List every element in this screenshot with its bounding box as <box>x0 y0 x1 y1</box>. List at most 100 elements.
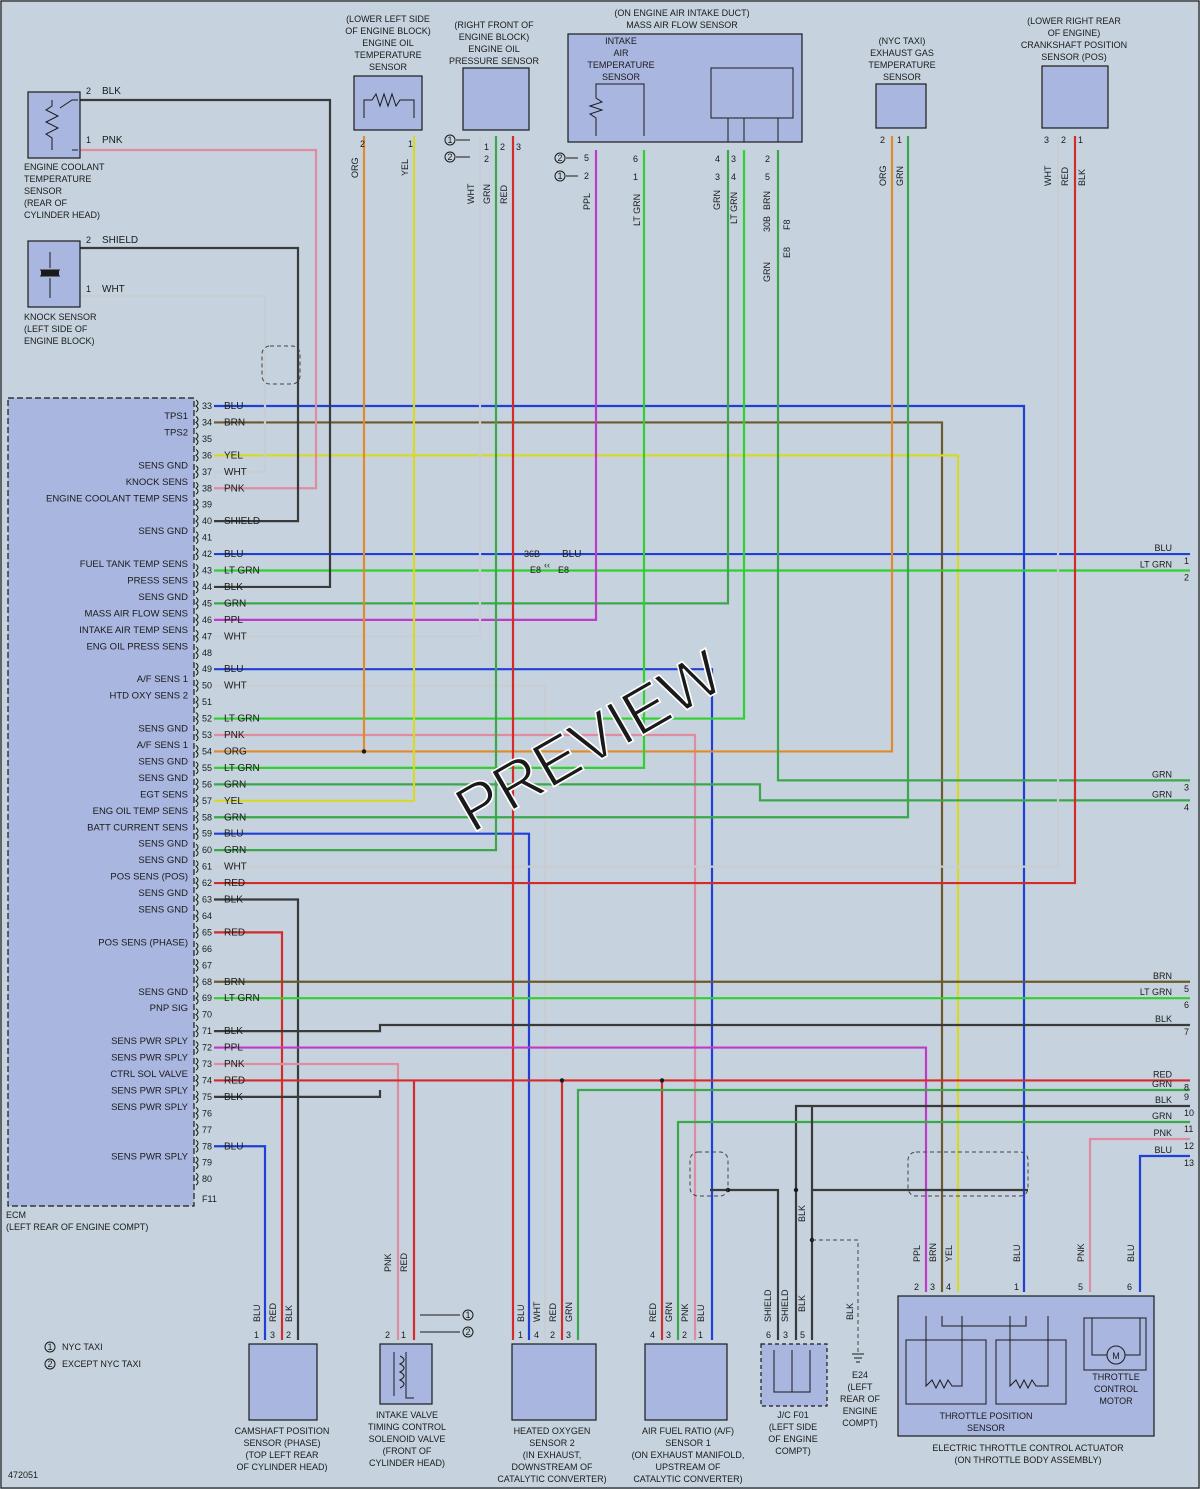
maf-sensor-body <box>567 33 803 143</box>
pin-label: 1 <box>86 135 91 145</box>
component-label: OF ENGINE) <box>1048 28 1101 38</box>
component-label: COMPT) <box>775 1446 811 1456</box>
ecm-pin-wire-color: WHT <box>224 467 247 478</box>
ecm-pin-wire-color: YEL <box>224 796 243 807</box>
ecm-pin-function: SENS GND <box>138 987 188 998</box>
pin-label: 2 <box>1061 135 1066 145</box>
ecm-pin-contact <box>195 794 199 808</box>
option-mark: 2 <box>557 153 562 163</box>
mass-air-flow-sensor: (ON ENGINE AIR INTAKE DUCT) MASS AIR FLO… <box>554 8 803 282</box>
wires-layer <box>80 98 1190 1340</box>
ecm-pin-contact <box>195 1123 199 1137</box>
connector-label: F11 <box>202 1194 217 1204</box>
ecm-pin-number: 61 <box>202 862 212 872</box>
pin-label: 1 <box>1078 135 1083 145</box>
ecm-pin-number: 72 <box>202 1043 212 1053</box>
output-number: 2 <box>1184 573 1189 583</box>
wire-lt-grn <box>214 150 746 720</box>
component-label: (RIGHT FRONT OF <box>454 20 534 30</box>
maf-element <box>710 67 794 119</box>
wire-blu <box>214 1145 267 1340</box>
ecm-pin-function: SENS PWR SPLY <box>111 1151 189 1162</box>
wire-color-label: GRN <box>482 184 492 204</box>
ground-icon <box>852 1353 864 1363</box>
ecm-pin-wire-color: WHT <box>224 631 247 642</box>
component-label: SENSOR (POS) <box>1041 52 1107 62</box>
ecm-pin-function: BATT CURRENT SENS <box>87 822 188 833</box>
wire-wht <box>214 136 1060 868</box>
ecm-pin-wire-color: GRN <box>224 779 246 790</box>
ecm-pin-number: 77 <box>202 1125 212 1135</box>
component-label: ENGINE OIL <box>362 38 414 48</box>
wire-color-label: BLU <box>516 1304 526 1322</box>
junction-color: BRN <box>762 191 772 210</box>
engine-oil-pressure-sensor: (RIGHT FRONT OF ENGINE BLOCK) ENGINE OIL… <box>444 20 540 204</box>
ecm-pin-function: SENS PWR SPLY <box>111 1102 189 1113</box>
component-label: (ON ENGINE AIR INTAKE DUCT) <box>614 8 749 18</box>
ecm-pin-number: 55 <box>202 763 212 773</box>
ecm-pin-function: SENS PWR SPLY <box>111 1085 189 1096</box>
wire-pnk <box>214 733 697 1340</box>
pin-label: 2 <box>484 154 489 164</box>
ecm-pin-number: 78 <box>202 1141 212 1151</box>
wire-color-label: BLK <box>284 1305 294 1322</box>
output-wire-color: LT GRN <box>1140 560 1172 570</box>
ecm-pin-wire-color: LT GRN <box>224 993 260 1004</box>
wire-color-label: PNK <box>1076 1243 1086 1262</box>
ecm-pin-function: CTRL SOL VALVE <box>110 1069 188 1080</box>
ecm-pin-number: 49 <box>202 664 212 674</box>
ecm-pin-number: 40 <box>202 516 212 526</box>
wire-org <box>214 136 894 753</box>
pin-label: 2 <box>765 154 770 164</box>
ecm-pin-contact <box>195 827 199 841</box>
wire-color-label: BRN <box>928 1243 938 1262</box>
wire-color-label: BLU <box>252 1304 262 1322</box>
ecm-pin-function: SENS GND <box>138 724 188 735</box>
ecm-pin-wire-color: BLU <box>224 664 243 675</box>
option-mark: 2 <box>447 152 452 162</box>
component-label: MOTOR <box>1099 1396 1133 1406</box>
component-label: CYLINDER HEAD) <box>24 210 100 220</box>
ecm-name: ECM <box>6 1210 26 1220</box>
egt-sensor-body <box>875 83 927 129</box>
wire-color-label: YEL <box>400 159 410 176</box>
ecm-pin-wire-color: BLU <box>224 1141 243 1152</box>
pin-label: 1 <box>1014 1282 1019 1292</box>
ecm-pin-contact <box>195 613 199 627</box>
wire-blu <box>1138 1154 1190 1292</box>
component-label: (ON THROTTLE BODY ASSEMBLY) <box>954 1455 1101 1465</box>
wire-shield <box>710 1188 780 1340</box>
tps-link <box>941 1316 1027 1327</box>
ecm-pin-contact <box>195 1024 199 1038</box>
component-label: TEMPERATURE <box>587 60 654 70</box>
coil-icon <box>393 1352 414 1399</box>
ecm-pin-number: 47 <box>202 631 212 641</box>
ecm-pin-number: 70 <box>202 1010 212 1020</box>
output-wire-color: BLU <box>1154 543 1172 553</box>
ecm-pin-wire-color: PPL <box>224 1043 243 1054</box>
ecm-pin-wire-color: BLK <box>224 1026 243 1037</box>
camshaft-position-sensor: 1 3 2 BLU RED BLK CAMSHAFT POSITION SENS… <box>235 1302 330 1472</box>
ho2s-body <box>511 1343 597 1421</box>
component-label: TIMING CONTROL <box>368 1422 446 1432</box>
ecm-pin-wire-color: PNK <box>224 483 245 494</box>
wire-blu <box>214 668 714 1340</box>
ecm-pin-wire-color: LT GRN <box>224 763 260 774</box>
ecm-pin-function: ENGINE COOLANT TEMP SENS <box>46 493 188 504</box>
pin-label: 4 <box>650 1330 655 1340</box>
pin-label: 3 <box>666 1330 671 1340</box>
motor-symbol: M <box>1112 1351 1120 1361</box>
ecm-pin-contact <box>195 991 199 1005</box>
ecm-pin-number: 63 <box>202 895 212 905</box>
wire-yel <box>214 136 416 802</box>
ecm-pin-number: 67 <box>202 960 212 970</box>
ecm-pin-function: A/F SENS 1 <box>137 740 188 751</box>
component-label: (TOP LEFT REAR <box>245 1450 319 1460</box>
wire-grn <box>214 136 498 852</box>
ecm-pin-number: 38 <box>202 483 212 493</box>
wire-color-label: RED <box>548 1302 558 1322</box>
ecm-pin-function: EGT SENS <box>140 789 188 800</box>
component-label: J/C F01 <box>777 1410 809 1420</box>
